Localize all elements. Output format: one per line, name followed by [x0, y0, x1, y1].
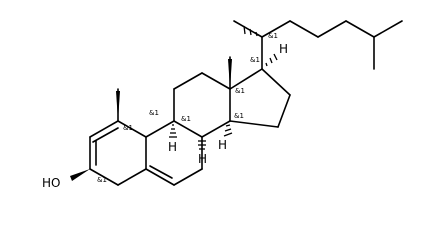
stereo-label-c20: &1	[268, 32, 278, 40]
stereo-label-c14: &1	[234, 112, 244, 120]
steroid-structure-diagram: HO H H H H &1 &1 &1 &1 &1 &1 &1 &1	[42, 20, 403, 190]
ring-b	[145, 120, 203, 186]
wedge-c3-oxygen	[70, 169, 90, 181]
hydrogen-c17-label: H	[279, 42, 288, 56]
stereo-label-c17: &1	[250, 56, 260, 64]
stereo-label-c8: &1	[149, 109, 159, 117]
wedge-c10-methyl	[116, 91, 120, 121]
hydrogen-c8-label: H	[168, 140, 177, 154]
stereo-label-c3: &1	[97, 176, 107, 184]
hydrogen-c14-label: H	[218, 138, 227, 152]
ring-d	[229, 68, 291, 128]
side-chain	[233, 20, 403, 70]
hydrogen-c9-label: H	[198, 152, 207, 166]
hydroxyl-label: HO	[42, 176, 60, 190]
ring-c	[173, 72, 231, 138]
stereo-label-c10: &1	[123, 124, 133, 132]
wedge-c13-methyl	[228, 59, 232, 89]
stereo-bonds	[70, 25, 278, 181]
stereo-label-c13: &1	[235, 87, 245, 95]
ring-a	[89, 120, 147, 186]
stereo-label-c9: &1	[181, 115, 191, 123]
